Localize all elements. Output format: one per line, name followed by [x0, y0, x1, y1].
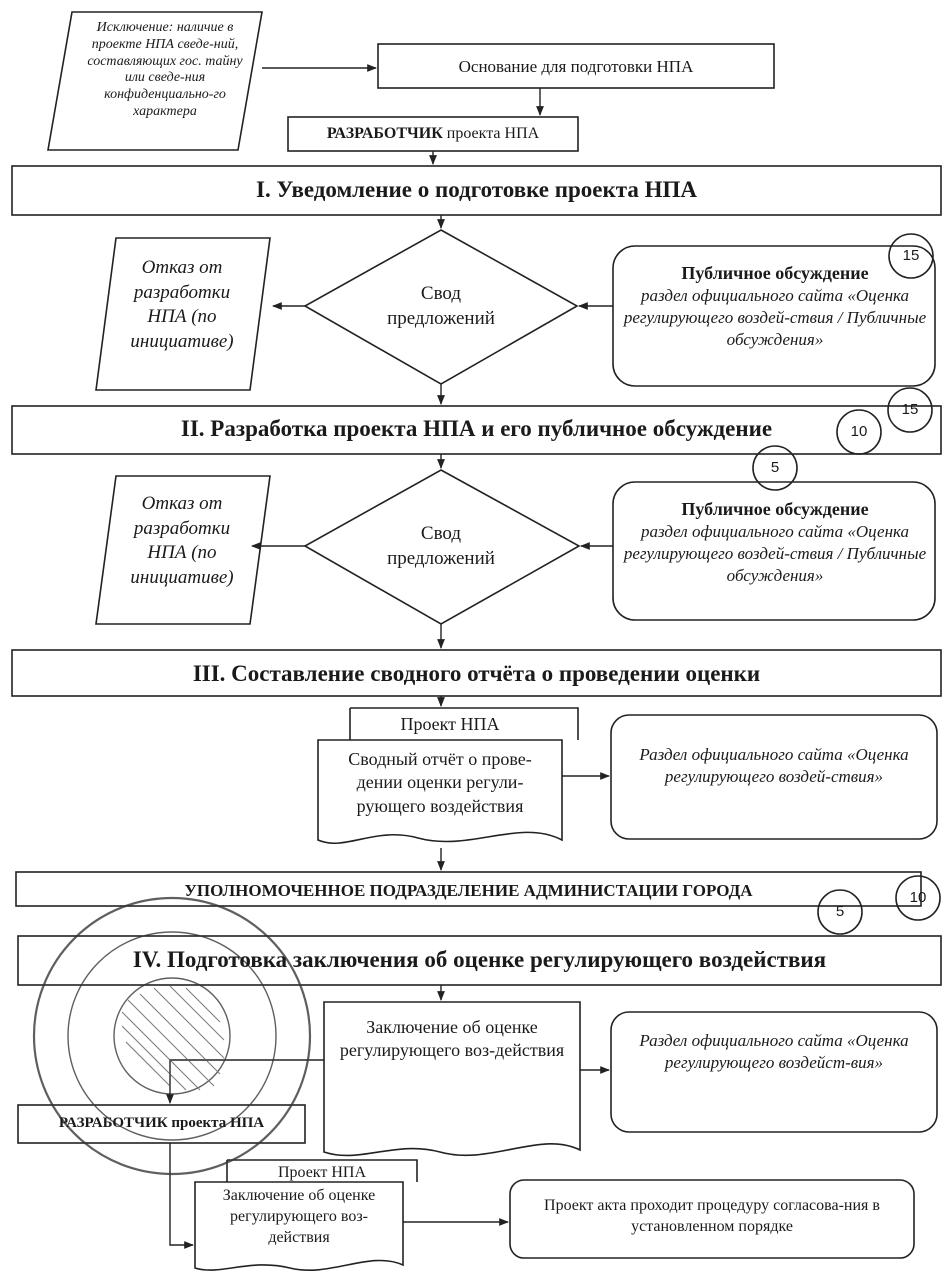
- discussion-2-text: раздел официального сайта «Оценка регули…: [623, 521, 927, 585]
- basis-box: [377, 43, 775, 89]
- discussion-box-2-content: Публичное обсуждение раздел официального…: [622, 498, 928, 587]
- discussion-1-title: Публичное обсуждение: [681, 263, 869, 283]
- stage2-title: II. Разработка проекта НПА и его публичн…: [180, 416, 773, 441]
- days-label-1: 15: [902, 247, 920, 264]
- arrow-developer-to-conclusion-2: [169, 1143, 194, 1249]
- developer-bottom-text: РАЗРАБОТЧИК проекта НПА: [58, 1115, 265, 1131]
- days-label-2b: 10: [850, 423, 868, 440]
- summary-report-text: Сводный отчёт о прове-дении оценки регул…: [348, 749, 532, 816]
- stage4-title: IV. Подготовка заключения об оценке регу…: [132, 947, 827, 972]
- refusal-text-1: Отказ от разработки НПА (по инициативе): [130, 257, 234, 353]
- exception-note-shape: [47, 11, 263, 151]
- days-label-3b: 10: [909, 889, 927, 906]
- days-circle-1: [888, 233, 934, 279]
- discussion-box-2: [612, 481, 936, 621]
- stage3-title: III. Составление сводного отчёта о прове…: [192, 661, 761, 686]
- days-label-2a: 5: [770, 459, 780, 476]
- stage2-bar: [11, 405, 942, 455]
- stage1-bar: [11, 165, 942, 216]
- approval-text: Проект акта проходит процедуру согласова…: [544, 1197, 880, 1235]
- refusal-text-2: Отказ от разработки НПА (по инициативе): [130, 493, 234, 589]
- project-tab-1-label: Проект НПА: [400, 714, 500, 734]
- days-circle-2b: [836, 409, 882, 455]
- site-section-2-text: Раздел официального сайта «Оценка регули…: [639, 1031, 909, 1073]
- conclusion-2-text: Заключение об оценке регулирующего воз-д…: [222, 1187, 376, 1246]
- discussion-box-1-content: Публичное обсуждение раздел официального…: [622, 262, 928, 351]
- discussion-2-title: Публичное обсуждение: [681, 499, 869, 519]
- refusal-shape-2: [95, 475, 271, 625]
- project-tab-1: [349, 707, 579, 740]
- summary-report-doc: [317, 739, 563, 845]
- basis-text: Основание для подготовки НПА: [458, 57, 694, 76]
- days-label-2c: 15: [901, 401, 919, 418]
- site-section-1-text: Раздел официального сайта «Оценка регули…: [639, 745, 909, 787]
- days-label-3a: 5: [835, 903, 845, 920]
- conclusion-doc-1: [323, 1001, 581, 1157]
- refusal-shape-1: [95, 237, 271, 391]
- days-circle-2a: [752, 445, 798, 491]
- developer-top-bold: РАЗРАБОТЧИК: [326, 125, 443, 142]
- stage1-title: I. Уведомление о подготовке проекта НПА: [256, 177, 697, 202]
- site-section-box-1: [610, 714, 938, 840]
- conclusion-1-text: Заключение об оценке регулирующего воз-д…: [339, 1017, 565, 1061]
- approval-box: [509, 1179, 915, 1259]
- arrow-conclusion-to-developer: [166, 1059, 324, 1104]
- developer-top-text: РАЗРАБОТЧИК проекта НПА: [288, 124, 578, 144]
- days-circle-3a: [817, 889, 863, 935]
- project-tab-2-label: Проект НПА: [277, 1164, 367, 1181]
- discussion-box-1: [612, 245, 936, 387]
- exception-note-text: Исключение: наличие в проекте НПА сведе-…: [87, 20, 243, 119]
- authorized-unit-bar: [15, 871, 922, 907]
- stage4-bar: [17, 935, 942, 986]
- developer-top-rest: проекта НПА: [446, 125, 540, 142]
- authorized-unit-title: УПОЛНОМОЧЕННОЕ ПОДРАЗДЕЛЕНИЕ АДМИНИСТАЦИ…: [184, 881, 753, 900]
- stage3-bar: [11, 649, 942, 697]
- decision-text-2: Свод предложений: [387, 523, 495, 569]
- days-circle-2c: [887, 387, 933, 433]
- days-circle-3b: [895, 875, 941, 921]
- decision-text-1: Свод предложений: [387, 283, 495, 329]
- developer-box-bottom: [17, 1104, 306, 1144]
- site-section-box-2: [610, 1011, 938, 1133]
- discussion-1-text: раздел официального сайта «Оценка регули…: [623, 285, 927, 349]
- official-seal-stamp: [32, 896, 312, 1176]
- conclusion-doc-2: [194, 1181, 404, 1272]
